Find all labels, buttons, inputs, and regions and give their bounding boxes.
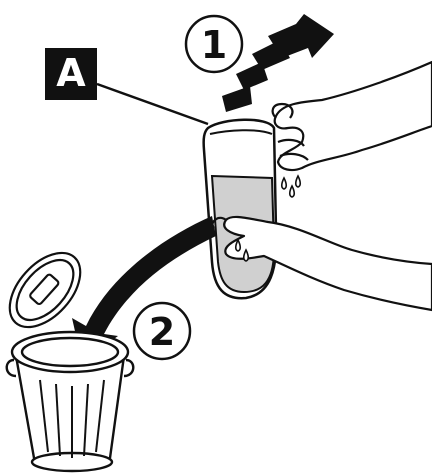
water-tank (204, 120, 277, 298)
callout-a-leader-line (97, 84, 208, 124)
bin-handle-right (124, 360, 133, 376)
step-1-badge: 1 (186, 16, 242, 72)
bin-handle-left (7, 360, 16, 376)
trash-bin-icon (7, 332, 134, 471)
upper-hand (273, 62, 432, 170)
callout-a-letter: A (56, 51, 86, 95)
step-1-number: 1 (201, 23, 227, 67)
callout-a: A (45, 48, 208, 124)
step-2-number: 2 (149, 310, 175, 354)
step-2-badge: 2 (134, 303, 190, 359)
bin-rim-inner (22, 338, 118, 366)
water-drops-upper-icon (282, 176, 301, 197)
